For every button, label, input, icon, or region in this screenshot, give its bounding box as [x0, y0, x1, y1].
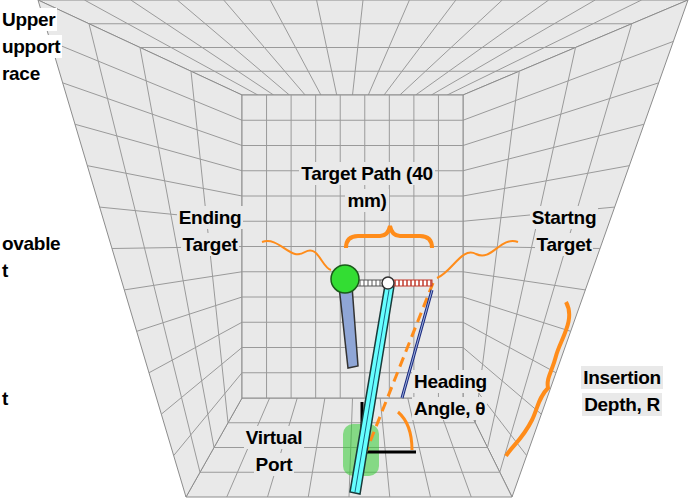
ending-target: [331, 265, 359, 293]
annotation-label: Ending Target: [160, 204, 260, 258]
annotation-label: t: [0, 385, 20, 412]
annotation-label: upport: [0, 33, 90, 60]
annotation-label: Insertion Depth, R: [556, 364, 688, 418]
path-hatch-red: [414, 280, 416, 286]
path-hatch: [376, 280, 377, 286]
path-hatch: [380, 280, 381, 286]
angle-arc: [398, 412, 412, 450]
annotation-label: Startng Target: [516, 204, 612, 258]
annotation-label: Target Path (40 mm): [298, 160, 436, 214]
annotation-label: Upper: [0, 6, 80, 33]
annotation-label: race: [0, 60, 80, 87]
annotation-label: Virtual Port: [226, 424, 322, 478]
target-holder: [339, 286, 358, 368]
path-hatch: [368, 280, 369, 286]
annotation-label: t: [0, 257, 20, 284]
path-hatch-red: [418, 280, 420, 286]
leader-line: [262, 241, 331, 270]
starting-target: [382, 277, 394, 289]
path-hatch-red: [426, 280, 428, 286]
path-hatch-red: [422, 280, 424, 286]
back-wall: [242, 95, 463, 398]
leader-line: [437, 241, 518, 278]
path-hatch-red: [410, 280, 412, 286]
path-hatch-red: [398, 280, 400, 286]
annotation-label: ovable: [0, 230, 80, 257]
path-brace: [346, 226, 432, 248]
path-hatch-red: [430, 280, 432, 286]
path-hatch: [372, 280, 373, 286]
instrument-core: [355, 290, 389, 492]
depth-brace: [506, 302, 569, 456]
path-hatch-red: [402, 280, 404, 286]
path-hatch: [360, 280, 361, 286]
path-hatch-red: [406, 280, 408, 286]
path-hatch: [364, 280, 365, 286]
annotation-label: Heading Angle, θ: [412, 368, 520, 422]
instrument: [350, 285, 394, 494]
